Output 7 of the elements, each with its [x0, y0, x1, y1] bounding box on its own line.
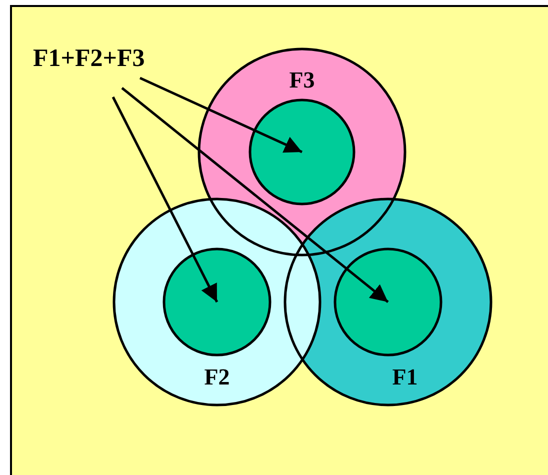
set-label: F3 — [289, 68, 315, 92]
arrow — [112, 96, 218, 303]
set-label: F2 — [204, 366, 230, 388]
formula-label: F1+F2+F3 — [33, 46, 145, 71]
set-label: F1 — [392, 366, 418, 388]
arrow — [139, 76, 303, 154]
arrow — [121, 87, 389, 303]
